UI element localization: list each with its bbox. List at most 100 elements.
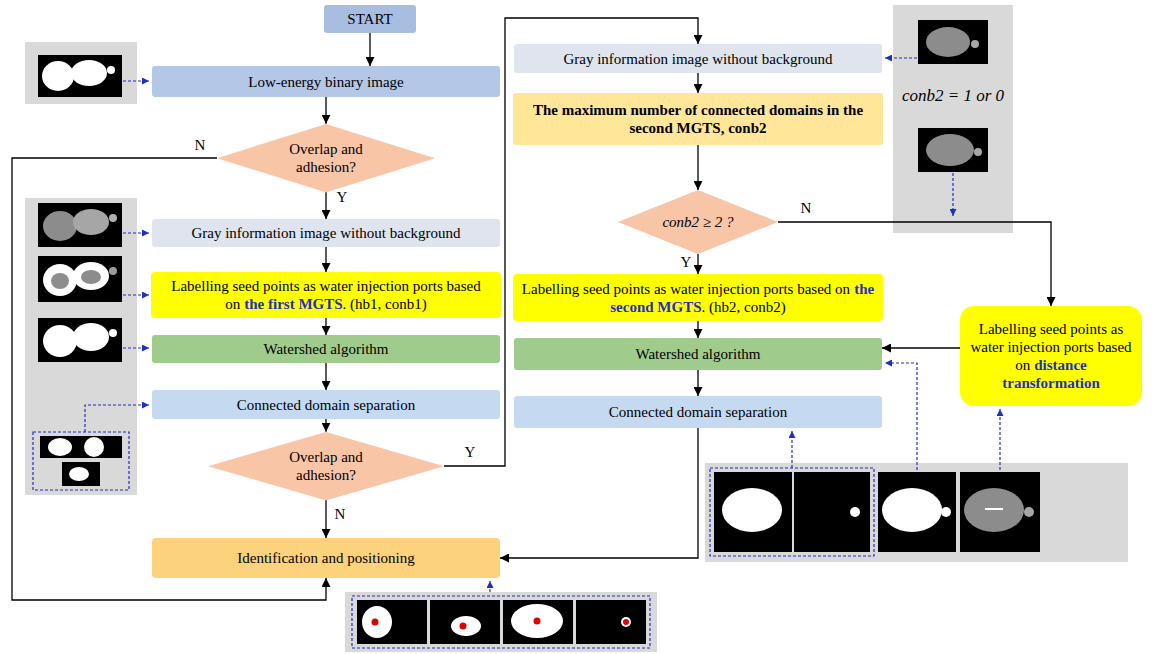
- text-block: Low-energy binary image: [248, 73, 404, 91]
- branch-label: Y: [463, 444, 478, 461]
- blob: [84, 437, 104, 457]
- leader-arrow: [123, 294, 149, 295]
- node-label: START: [347, 11, 392, 27]
- flow-arrow: [325, 192, 326, 219]
- position-dot: [372, 619, 379, 626]
- flow-arrow: [325, 419, 326, 432]
- panel-note: conb2 = 1 or 0: [893, 86, 1013, 106]
- ridge: [985, 508, 1003, 510]
- blob: [48, 438, 72, 456]
- blob: [43, 264, 77, 296]
- diamond-outline: [217, 124, 435, 192]
- thumb: [430, 600, 500, 644]
- thumb: [503, 600, 573, 644]
- diamond-fill: [217, 124, 435, 192]
- blob: [43, 325, 77, 357]
- decision-diamond: conb2 ≥ 2 ?: [618, 190, 778, 254]
- leader-arrow: [952, 173, 953, 216]
- thumb: [794, 472, 870, 552]
- process-box: Gray information image without backgroun…: [152, 219, 500, 247]
- branch-label: N: [333, 506, 348, 523]
- text-block: Overlap and adhesion?: [276, 448, 376, 484]
- branch-label: N: [799, 200, 814, 217]
- thumb: [918, 128, 988, 172]
- branch-label: Y: [335, 189, 350, 206]
- flow-arrow: [325, 97, 326, 124]
- node-label: Gray information image without backgroun…: [191, 225, 460, 241]
- diamond-fill: [618, 190, 778, 254]
- position-dot: [623, 619, 629, 625]
- panel: [25, 198, 137, 495]
- flow-arrow: [697, 370, 698, 396]
- process-box: Low-energy binary image: [152, 66, 500, 97]
- text-block: Gray information image without backgroun…: [563, 50, 832, 68]
- text-block: Gray information image without backgroun…: [191, 224, 460, 242]
- seed: [81, 270, 101, 284]
- text-block: Labelling seed points as water injection…: [521, 280, 875, 316]
- thumbnail-panel: [25, 42, 137, 104]
- thumb: [576, 600, 646, 644]
- text-block: conb2 ≥ 2 ?: [662, 213, 733, 231]
- blob: [926, 27, 970, 57]
- blob: [722, 488, 782, 532]
- node-label: Overlap and adhesion?: [289, 449, 363, 483]
- leader-arrow: [885, 363, 917, 470]
- blob: [971, 40, 979, 48]
- panel: [345, 592, 657, 652]
- decision-diamond: Overlap and adhesion?: [217, 124, 435, 192]
- thumbnail-panel: [345, 592, 657, 652]
- blob: [974, 148, 982, 156]
- blob: [73, 323, 109, 351]
- flow-arrow: [882, 347, 960, 348]
- node-label: Connected domain separation: [609, 404, 787, 420]
- text-block: Labelling seed points as water injection…: [968, 320, 1134, 392]
- flow-arrow: [325, 318, 326, 335]
- node-label: conb2 ≥ 2 ?: [662, 214, 733, 230]
- blob: [69, 467, 89, 481]
- node-label: . (hb1, conb1): [343, 296, 427, 312]
- text-block: Watershed algorithm: [263, 340, 388, 358]
- flow-arrow: [697, 254, 698, 274]
- thumbnail-panel: [25, 198, 137, 495]
- process-box: Watershed algorithm: [152, 335, 500, 363]
- blob: [73, 209, 109, 235]
- process-box: Watershed algorithm: [514, 338, 882, 370]
- node-label: Identification and positioning: [237, 550, 414, 566]
- process-box: START: [324, 5, 416, 33]
- process-box: Connected domain separation: [152, 390, 500, 419]
- leader-arrow: [885, 57, 917, 58]
- node-label: Watershed algorithm: [263, 341, 388, 357]
- text-block: START: [347, 10, 392, 28]
- blob: [1024, 507, 1034, 517]
- leader-arrow: [123, 80, 149, 81]
- thumb: [38, 256, 122, 302]
- text-block: Identification and positioning: [237, 549, 414, 567]
- seed: [51, 273, 69, 289]
- blob: [362, 606, 392, 638]
- node-label: Gray information image without backgroun…: [563, 51, 832, 67]
- thumb: [878, 472, 956, 552]
- thumb: [960, 472, 1040, 552]
- panel: [705, 463, 1128, 562]
- text-block: Overlap and adhesion?: [276, 140, 376, 176]
- blob: [882, 488, 942, 532]
- process-box: Labelling seed points as water injection…: [960, 306, 1142, 406]
- flow-arrow: [325, 363, 326, 390]
- process-box: Connected domain separation: [514, 396, 882, 428]
- node-label: Labelling seed points as water injection…: [522, 281, 850, 297]
- leader-arrow: [123, 232, 149, 233]
- branch-label: N: [193, 137, 208, 154]
- text-block: The maximum number of connected domains …: [521, 101, 875, 137]
- thumb: [38, 55, 122, 97]
- blob: [71, 60, 107, 86]
- thumb: [38, 318, 122, 362]
- flow-arrow: [325, 500, 326, 538]
- blob: [964, 488, 1024, 532]
- text-block: Connected domain separation: [237, 396, 415, 414]
- blob: [451, 616, 481, 636]
- leader-arrow: [123, 347, 149, 348]
- blob: [107, 66, 115, 74]
- group-box: [710, 468, 874, 556]
- node-label: Watershed algorithm: [635, 346, 760, 362]
- blob: [850, 507, 860, 517]
